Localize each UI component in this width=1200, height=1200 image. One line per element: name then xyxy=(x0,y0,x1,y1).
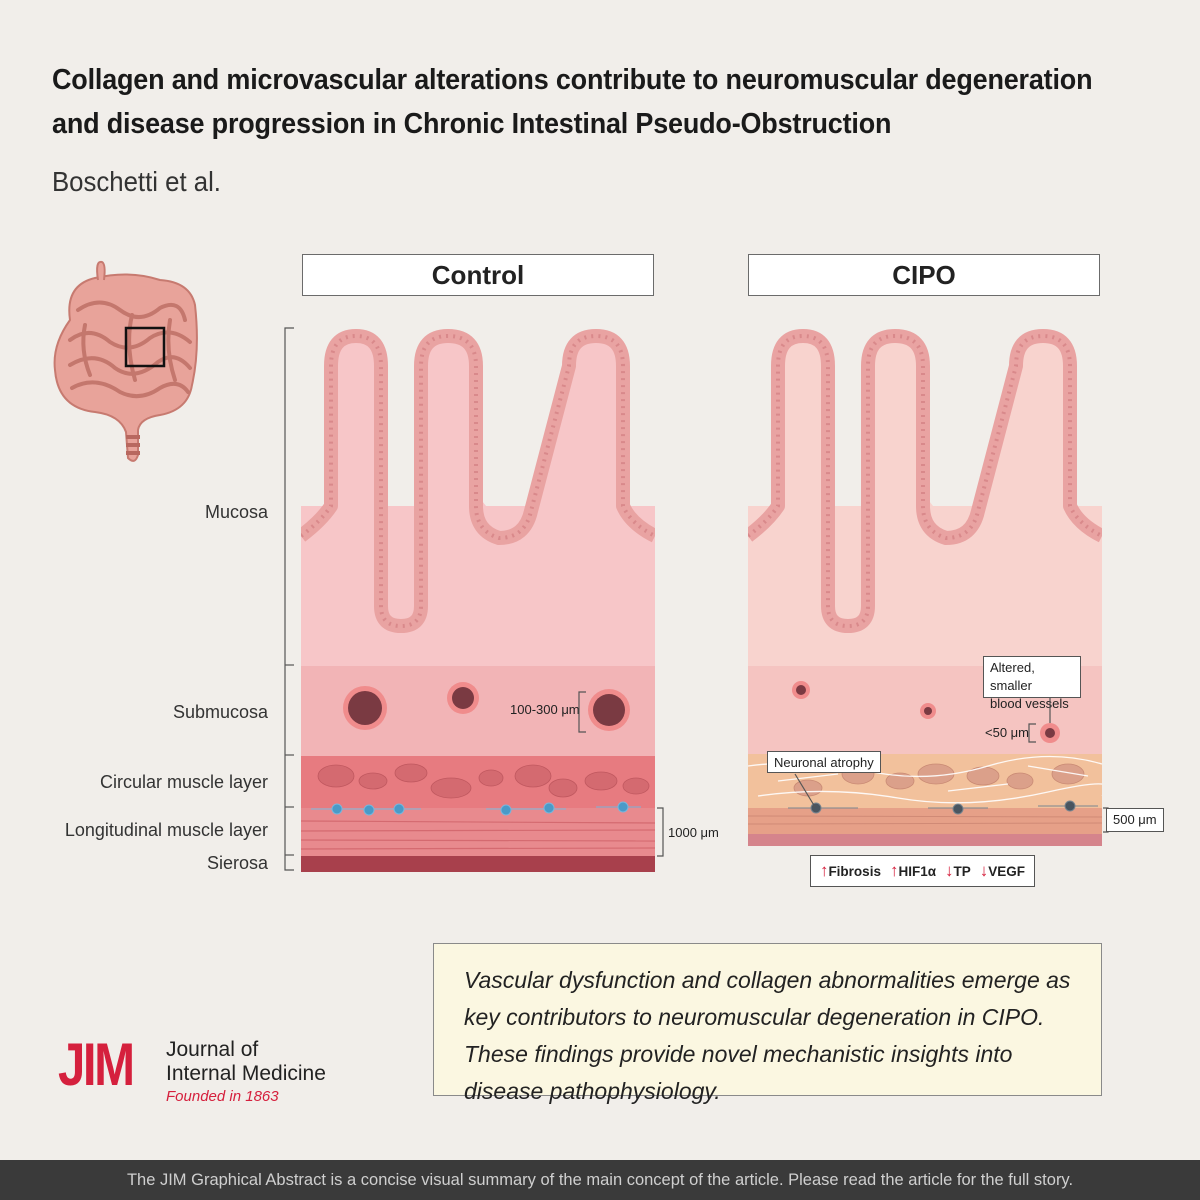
marker-vegf: ↓VEGF xyxy=(979,861,1026,880)
cipo-vessel-callout-line1: Altered, smaller xyxy=(990,660,1035,693)
cipo-thickness-label: 500 μm xyxy=(1106,808,1164,832)
layer-label-longitudinal: Longitudinal muscle layer xyxy=(64,820,268,840)
footer-bar: The JIM Graphical Abstract is a concise … xyxy=(0,1160,1200,1200)
title-line-2: and disease progression in Chronic Intes… xyxy=(52,108,892,140)
cipo-neuron-pointer xyxy=(794,773,816,808)
cipo-vessel-callout: Altered, smaller blood vessels xyxy=(983,656,1081,711)
marker-fibrosis: ↑Fibrosis xyxy=(819,861,881,880)
journal-name: Journal of Internal Medicine xyxy=(166,1038,326,1085)
down-arrow-icon: ↓ xyxy=(945,861,954,880)
authors: Boschetti et al. xyxy=(52,166,221,197)
page-title: Collagen and microvascular alterations c… xyxy=(52,58,1094,146)
cipo-vessel-bracket xyxy=(1028,723,1036,743)
cipo-tissue xyxy=(748,329,1102,846)
cipo-neuron-callout: Neuronal atrophy xyxy=(767,751,881,773)
control-blood-vessels xyxy=(343,682,630,731)
jim-logo-abbr: JIM xyxy=(58,1031,135,1098)
up-arrow-icon: ↑ xyxy=(819,861,829,880)
summary-box: Vascular dysfunction and collagen abnorm… xyxy=(433,943,1102,1104)
cipo-vessel-pointer xyxy=(1049,698,1051,723)
cipo-markers-box: ↑Fibrosis ↑HIF1α ↓TP ↓VEGF xyxy=(810,855,1035,887)
layer-label-circular: Circular muscle layer xyxy=(99,772,268,792)
panel-header-cipo: CIPO xyxy=(748,254,1100,296)
control-thickness-bracket xyxy=(657,807,664,857)
title-line-1: Collagen and microvascular alterations c… xyxy=(52,64,1093,96)
cipo-vessel-size-label: <50 μm xyxy=(985,725,1029,740)
panel-header-control: Control xyxy=(302,254,654,296)
layer-label-submucosa: Submucosa xyxy=(172,702,268,722)
marker-tp: ↓TP xyxy=(945,861,971,880)
control-neurons xyxy=(311,801,641,816)
down-arrow-icon: ↓ xyxy=(979,861,989,880)
zoom-box xyxy=(124,326,166,368)
intestine-illustration xyxy=(53,260,198,462)
founded-line: Founded in 1863 xyxy=(166,1088,279,1105)
layer-bracket xyxy=(284,327,294,871)
layer-label-serosa: Sierosa xyxy=(206,853,268,873)
cipo-vessel-callout-line2: blood vessels xyxy=(990,696,1069,711)
layer-label-mucosa: Mucosa xyxy=(204,502,268,522)
control-vessel-bracket xyxy=(578,691,586,733)
control-thickness-label: 1000 μm xyxy=(668,825,719,840)
control-tissue xyxy=(301,329,655,872)
cipo-blood-vessels xyxy=(792,681,1060,743)
up-arrow-icon: ↑ xyxy=(889,861,899,880)
marker-hif1a: ↑HIF1α xyxy=(889,861,937,880)
control-vessel-size-label: 100-300 μm xyxy=(510,702,580,717)
